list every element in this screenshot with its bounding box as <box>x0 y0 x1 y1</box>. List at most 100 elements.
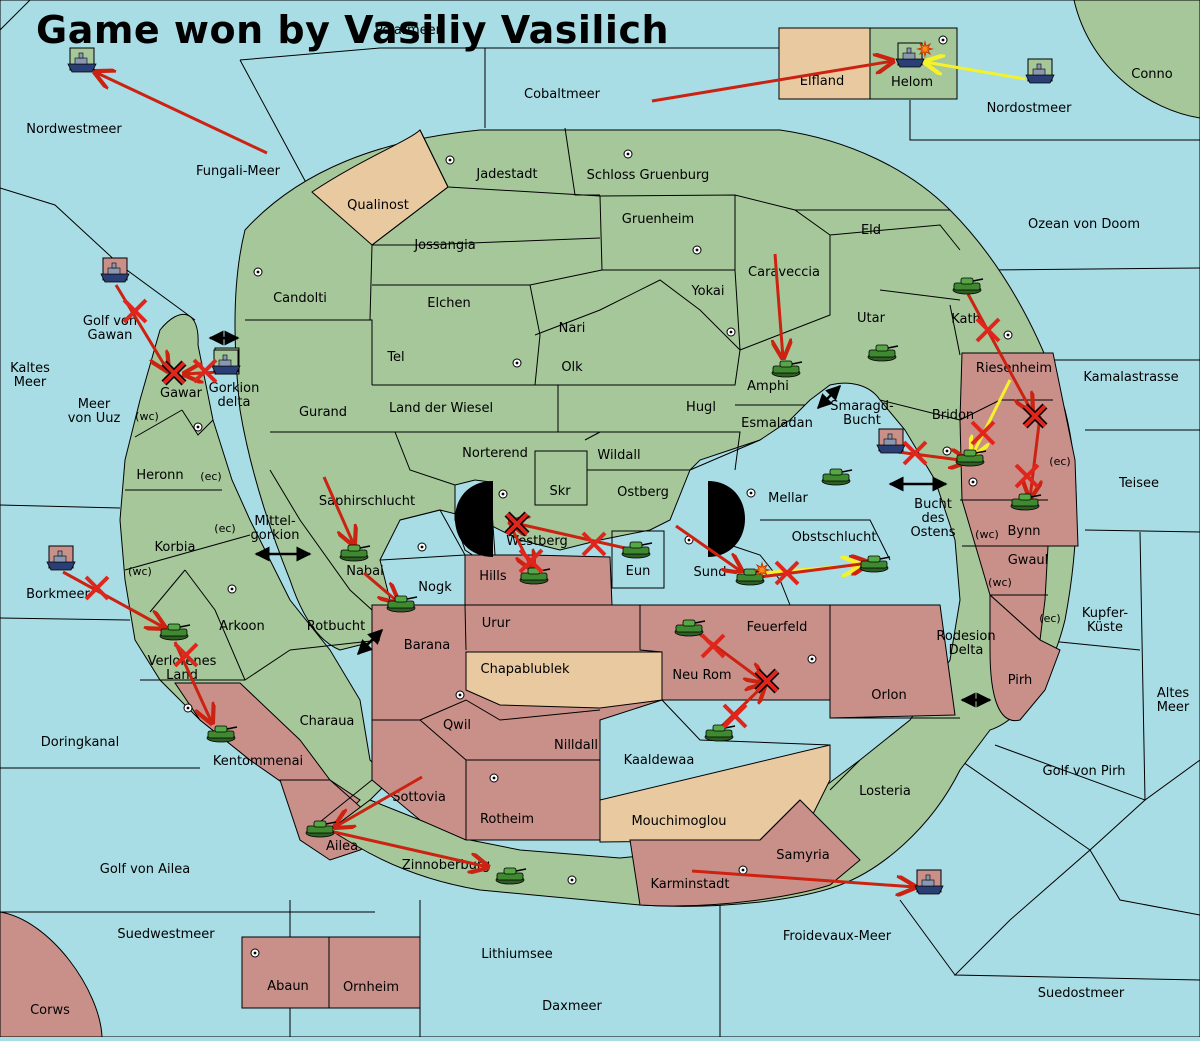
region-label-jadestadt: Jadestadt <box>475 167 537 182</box>
impassable-east <box>708 481 745 557</box>
green-army-icon[interactable] <box>305 820 337 838</box>
region-label-amphi: Amphi <box>747 379 789 394</box>
red-fleet-icon[interactable] <box>914 869 944 895</box>
supply-center-icon <box>692 245 702 255</box>
red-fleet-icon[interactable] <box>100 257 130 283</box>
green-fleet-icon[interactable] <box>67 47 97 73</box>
green-army-icon[interactable] <box>859 555 891 573</box>
region-label-orlon: Orlon <box>871 688 906 703</box>
region-label-lithiumsee: Lithiumsee <box>481 947 552 962</box>
supply-center-icon <box>726 327 736 337</box>
red-move-arrow <box>363 571 398 602</box>
supply-center-icon <box>227 584 237 594</box>
coast-label: (wc) <box>135 410 159 423</box>
red-move-arrow <box>173 641 212 723</box>
red-move-arrow <box>651 61 893 103</box>
region-orlon[interactable] <box>829 604 956 719</box>
region-label-ornheim: Ornheim <box>343 980 399 995</box>
region-elfland[interactable] <box>778 27 871 100</box>
region-label-sund: Sund <box>694 565 727 580</box>
region-label-losteria: Losteria <box>859 784 911 799</box>
region-label-kupfer: Kupfer-Küste <box>1082 606 1128 635</box>
region-label-wildall: Wildall <box>597 448 640 463</box>
yellow-move-arrow <box>925 62 1026 81</box>
region-label-corws: Corws <box>30 1003 70 1018</box>
red-move-arrow <box>95 72 268 155</box>
red-fleet-icon[interactable] <box>876 428 906 454</box>
region-abaun[interactable] <box>241 936 330 1009</box>
green-army-icon[interactable] <box>674 619 706 637</box>
region-label-eun: Eun <box>626 564 651 579</box>
region-chapablublek[interactable] <box>465 651 663 709</box>
region-label-schloss: Schloss Gruenburg <box>587 168 710 183</box>
green-fleet-icon[interactable] <box>211 349 241 375</box>
supply-center-icon <box>567 875 577 885</box>
green-army-icon[interactable] <box>955 449 987 467</box>
failed-order-x-icon <box>902 440 928 466</box>
region-label-hills: Hills <box>479 569 507 584</box>
dislodged-x-icon <box>754 668 780 694</box>
green-army-icon[interactable] <box>386 595 418 613</box>
region-label-nari: Nari <box>559 321 586 336</box>
two-way-arrows <box>208 330 992 708</box>
supply-center-icon <box>623 149 633 159</box>
green-army-icon[interactable] <box>495 867 527 885</box>
region-label-froidevaux: Froidevaux-Meer <box>783 929 892 944</box>
green-army-icon[interactable] <box>159 623 191 641</box>
green-army-icon[interactable] <box>206 725 238 743</box>
dislodged-x-icon <box>504 511 530 537</box>
red-move-arrow <box>675 524 742 572</box>
dislodged-marks <box>161 360 1048 694</box>
region-label-suedostmeer: Suedostmeer <box>1038 986 1125 1001</box>
region-label-qwil: Qwil <box>443 718 471 733</box>
green-army-icon[interactable] <box>704 724 736 742</box>
green-army-icon[interactable] <box>952 277 984 295</box>
region-ornheim[interactable] <box>328 936 421 1009</box>
region-label-nilldall: Nilldall <box>554 738 598 753</box>
red-move-arrow <box>775 253 783 358</box>
region-label-arkoon: Arkoon <box>219 619 264 634</box>
region-label-conno: Conno <box>1131 67 1173 82</box>
coast-label: (wc) <box>975 528 999 541</box>
region-label-heronn: Heronn <box>136 468 183 483</box>
red-move-arrow <box>62 570 165 628</box>
region-label-gawar: Gawar <box>160 386 203 401</box>
supply-center-icon <box>498 489 508 499</box>
green-army-icon[interactable] <box>771 360 803 378</box>
region-label-abaun: Abaun <box>267 979 309 994</box>
green-army-icon[interactable] <box>821 468 853 486</box>
supply-center-icon <box>193 422 203 432</box>
green-fleet-icon[interactable] <box>1025 58 1055 84</box>
region-label-chapablublek: Chapablublek <box>481 662 570 677</box>
region-label-doringkanal: Doringkanal <box>41 735 120 750</box>
region-label-sottovia: Sottovia <box>392 790 446 805</box>
red-fleet-icon[interactable] <box>46 545 76 571</box>
region-mouchimoglou[interactable] <box>599 744 831 843</box>
region-label-qualinost: Qualinost <box>347 198 409 213</box>
region-label-nogk: Nogk <box>418 580 452 595</box>
region-label-gwaul: Gwaul <box>1008 553 1049 568</box>
failed-order-x-icon <box>700 633 726 659</box>
supply-center-icon <box>738 865 748 875</box>
region-pirh[interactable] <box>989 593 1061 722</box>
red-move-arrow <box>691 869 915 887</box>
region-label-nabai: Nabai <box>346 564 384 579</box>
green-fleet-icon[interactable] <box>895 42 925 68</box>
failed-order-x-icon <box>84 575 110 601</box>
green-army-icon[interactable] <box>621 541 653 559</box>
failed-order-x-icon <box>518 548 544 574</box>
green-army-icon[interactable] <box>1010 493 1042 511</box>
region-label-ostberg: Ostberg <box>617 485 669 500</box>
region-label-eld: Eld <box>861 223 881 238</box>
coast-label: (ec) <box>1039 612 1060 625</box>
green-army-icon[interactable] <box>339 544 371 562</box>
region-label-kentommenai: Kentommenai <box>213 754 303 769</box>
region-label-norterend: Norterend <box>462 446 528 461</box>
green-army-icon[interactable] <box>867 344 899 362</box>
red-move-arrow <box>1030 415 1040 498</box>
